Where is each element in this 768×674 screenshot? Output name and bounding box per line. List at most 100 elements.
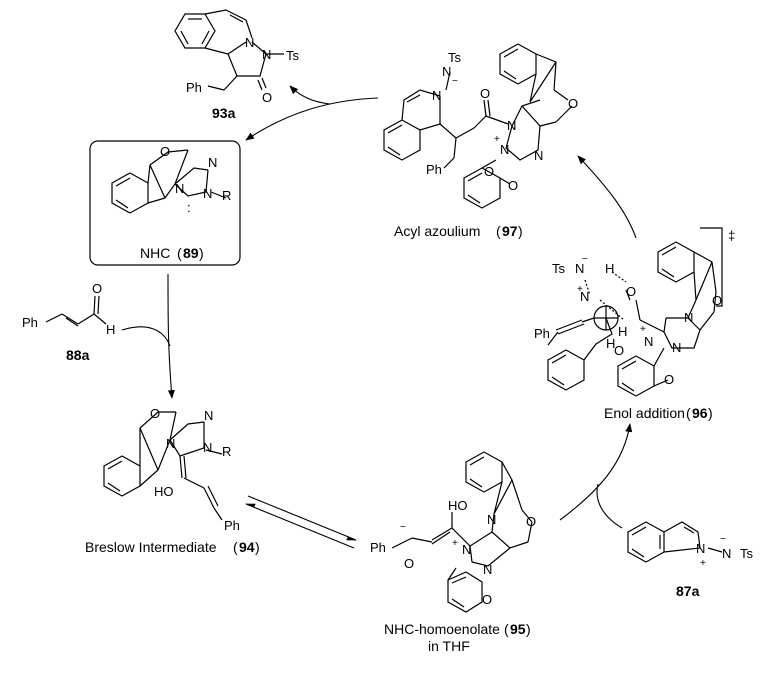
atom-o: O	[526, 514, 536, 529]
homoenolate-solvent-label: in THF	[428, 638, 470, 654]
atom-ts: Ts	[740, 546, 754, 561]
atom-n: N	[166, 436, 175, 451]
svg-text:): )	[255, 539, 260, 555]
arrow-aldehyde-uptake	[121, 326, 171, 347]
atom-n: N	[432, 88, 441, 103]
atom-ph: Ph	[534, 326, 550, 341]
atom-ph: Ph	[186, 80, 202, 95]
atom-o: O	[626, 284, 636, 299]
positive-charge: +	[494, 134, 500, 145]
atom-o: O	[614, 343, 624, 358]
positive-charge: +	[452, 538, 458, 549]
atom-ts: Ts	[552, 261, 566, 276]
enol-addition-id-label: 96	[692, 405, 708, 421]
atom-h: H	[106, 322, 115, 337]
atom-n: N	[672, 340, 681, 355]
arrow-homoenolate-to-enol-addition	[559, 423, 633, 521]
negative-charge: −	[720, 534, 726, 545]
nhc-id-label: 89	[183, 245, 199, 261]
atom-n: N	[534, 148, 543, 163]
atom-n: N	[245, 35, 254, 50]
atom-o: O	[262, 90, 272, 105]
homoenolate-95-structure: HO O N N N + − Ph O O NHC-homoenolate ( …	[370, 451, 536, 654]
atom-h: H	[618, 324, 627, 339]
breslow-substituent-label: R	[222, 444, 231, 459]
isoquinolinium-id-label: 87a	[676, 583, 700, 599]
arrow-product-release	[289, 85, 331, 105]
atom-o: O	[664, 372, 674, 387]
svg-text:(: (	[496, 223, 501, 239]
nhc-catalyst-box	[89, 140, 241, 266]
negative-charge: −	[452, 76, 458, 87]
product-id-label: 93a	[212, 105, 236, 121]
svg-text:): )	[708, 405, 713, 421]
atom-n: N	[684, 310, 693, 325]
positive-charge: +	[577, 284, 583, 295]
breslow-94-structure: O N N N R HO Ph Breslow Intermediate ( 9…	[85, 406, 260, 555]
breslow-name-label: Breslow Intermediate	[85, 539, 217, 555]
svg-text:(: (	[177, 245, 182, 261]
aldehyde-88a-structure: Ph O H 88a	[22, 281, 115, 363]
arrow-87a-uptake	[596, 483, 623, 529]
enol-addition-96-structure: Ts N − H N + O H H Ph O N N + N O O ‡ En…	[534, 227, 735, 421]
atom-n: N	[208, 155, 217, 170]
svg-text:(: (	[504, 621, 509, 637]
atom-h: H	[605, 261, 614, 276]
atom-n: N	[462, 542, 471, 557]
acyl-azolium-id-label: 97	[502, 223, 518, 239]
atom-ph: Ph	[426, 162, 442, 177]
enol-addition-name-label: Enol addition	[604, 405, 685, 421]
atom-n: N	[204, 408, 213, 423]
svg-text:): )	[199, 245, 204, 261]
atom-n: N	[442, 64, 451, 79]
atom-o: O	[404, 556, 414, 571]
positive-charge: +	[640, 324, 646, 335]
atom-o: O	[484, 164, 494, 179]
acyl-azolium-97-structure: N N − Ts O Ph O N N + N O O Acyl azouliu…	[383, 43, 578, 239]
atom-ho: HO	[154, 484, 174, 499]
carbene-lone-pair: :	[187, 200, 191, 215]
atom-o: O	[508, 178, 518, 193]
atom-o: O	[568, 96, 578, 111]
atom-o: O	[480, 86, 490, 101]
equilibrium-reverse-arrow	[245, 503, 355, 549]
atom-n: N	[262, 47, 271, 62]
atom-o: O	[482, 592, 492, 607]
atom-o: O	[150, 406, 160, 421]
svg-text:): )	[518, 223, 523, 239]
atom-n: N	[575, 261, 584, 276]
svg-text:(: (	[233, 539, 238, 555]
atom-n: N	[500, 142, 509, 157]
arrow-enol-addition-to-acyl-azolium	[577, 155, 637, 239]
atom-h: H	[606, 336, 615, 351]
atom-n: N	[644, 334, 653, 349]
nhc-substituent-label: R	[222, 188, 231, 203]
atom-n: N	[203, 440, 212, 455]
atom-ph: Ph	[22, 315, 38, 330]
atom-n: N	[722, 546, 731, 561]
isoquinolinium-87a-structure: N + N − Ts 87a	[627, 521, 754, 599]
product-93a-structure: N N Ts O Ph 93a	[174, 9, 300, 121]
atom-n: N	[696, 541, 705, 556]
atom-ph: Ph	[370, 540, 386, 555]
atom-o: O	[160, 144, 170, 159]
atom-n: N	[483, 562, 492, 577]
aldehyde-id-label: 88a	[66, 347, 90, 363]
atom-n: N	[203, 186, 212, 201]
breslow-id-label: 94	[239, 539, 255, 555]
atom-ts: Ts	[286, 48, 300, 63]
equilibrium-forward-arrow	[247, 495, 357, 541]
homoenolate-name-label: NHC-homoenolate	[384, 621, 500, 637]
nhc-89-structure: O N N N : R NHC ( 89 )	[111, 144, 231, 261]
atom-n: N	[487, 512, 496, 527]
positive-charge: +	[700, 558, 706, 569]
homoenolate-id-label: 95	[510, 621, 526, 637]
atom-n: N	[580, 289, 589, 304]
nhc-name-label: NHC	[140, 245, 170, 261]
atom-ts: Ts	[448, 50, 462, 65]
arrow-acyl-azolium-to-nhc	[245, 97, 379, 141]
transition-state-mark: ‡	[728, 228, 735, 243]
svg-text:(: (	[686, 405, 691, 421]
arrow-nhc-to-breslow	[167, 273, 175, 399]
